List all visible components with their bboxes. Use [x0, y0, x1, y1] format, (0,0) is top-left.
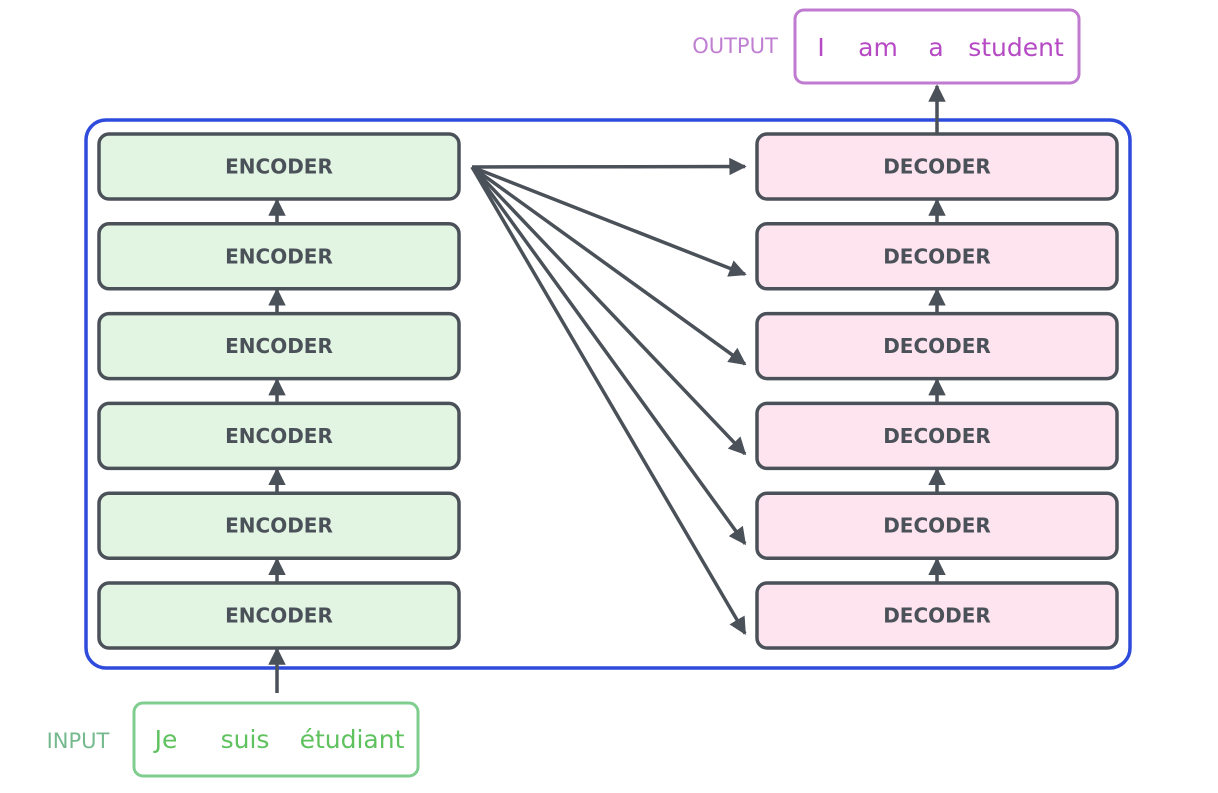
decoder-label: DECODER [883, 155, 991, 179]
encoder-decoder-arrow [470, 165, 747, 366]
encoder-box [97, 132, 461, 201]
encoder-label: ENCODER [225, 244, 333, 268]
encoder-label: ENCODER [225, 334, 333, 358]
decoder-stack: DECODER DECODER DECODER DECODER DECODER DECOD… [755, 132, 1119, 650]
decoder-box [755, 401, 1119, 471]
decoder-label: DECODER [883, 244, 991, 268]
decoder-label: DECODER [883, 604, 991, 628]
encoder-decoder-connections [470, 157, 747, 636]
encoder-block: ENCODER [97, 132, 461, 201]
decoder-block: DECODER [755, 401, 1119, 471]
input-token: Je [153, 725, 178, 754]
encoder-label: ENCODER [225, 514, 333, 538]
encoder-label: ENCODER [225, 155, 333, 179]
input-tokens: Je suis étudiant [153, 725, 405, 754]
output-token: a [928, 33, 943, 62]
input-token: suis [221, 725, 270, 754]
output-label: OUTPUT [692, 34, 778, 58]
encoder-box [97, 401, 461, 471]
encoder-block: ENCODER [97, 401, 461, 471]
input-label: INPUT [47, 729, 110, 753]
encoder-block: ENCODER [97, 581, 461, 650]
decoder-block: DECODER [755, 311, 1119, 381]
output-token: I [817, 33, 824, 62]
encoder-block: ENCODER [97, 491, 461, 560]
decoder-box [755, 311, 1119, 381]
encoder-decoder-arrow [470, 165, 747, 546]
decoder-block: DECODER [755, 132, 1119, 201]
decoder-block: DECODER [755, 581, 1119, 650]
decoder-label: DECODER [883, 514, 991, 538]
decoder-box [755, 581, 1119, 650]
encoder-stack: ENCODER ENCODER ENCODER ENCODER ENCODER ENCOD… [97, 132, 461, 650]
decoder-label: DECODER [883, 334, 991, 358]
decoder-block: DECODER [755, 222, 1119, 291]
output-token: student [968, 33, 1064, 62]
input-token: étudiant [300, 725, 405, 754]
output-box [793, 8, 1081, 85]
encoder-decoder-arrow [470, 166, 747, 636]
output-tokens: I am a student [817, 33, 1064, 62]
encoder-block: ENCODER [97, 222, 461, 291]
transformer-container [84, 118, 1132, 670]
encoder-box [97, 222, 461, 291]
encoder-box [97, 311, 461, 381]
decoder-box [755, 491, 1119, 560]
encoder-label: ENCODER [225, 424, 333, 448]
decoder-box [755, 222, 1119, 291]
encoder-block: ENCODER [97, 311, 461, 381]
encoder-box [97, 581, 461, 650]
input-box [132, 701, 420, 778]
encoder-decoder-arrow [471, 157, 747, 176]
encoder-box [97, 491, 461, 560]
encoder-decoder-arrow [470, 165, 747, 456]
encoder-label: ENCODER [225, 604, 333, 628]
decoder-label: DECODER [883, 424, 991, 448]
stack-arrows [268, 84, 946, 693]
output-token: am [858, 33, 898, 62]
decoder-box [755, 132, 1119, 201]
encoder-decoder-arrow [471, 165, 747, 277]
decoder-block: DECODER [755, 491, 1119, 560]
